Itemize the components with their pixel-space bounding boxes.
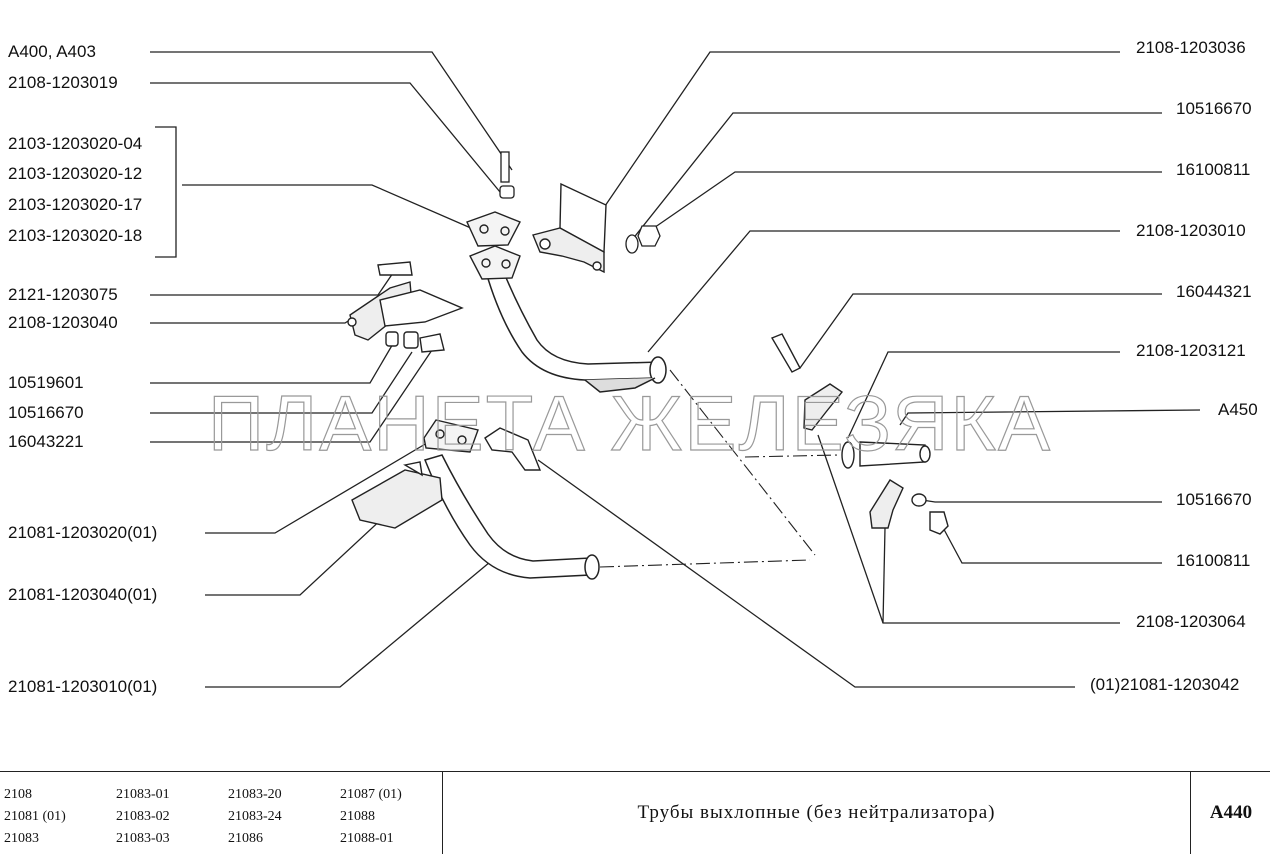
diagram-caption: Трубы выхлопные (без нейтрализатора) bbox=[443, 772, 1191, 854]
label-21081-1203010: 21081-1203010(01) bbox=[8, 677, 158, 696]
nut-washer-upper bbox=[625, 225, 661, 254]
label-2108-1203010: 2108-1203010 bbox=[1136, 221, 1246, 240]
watermark: ПЛАНЕТА ЖЕЛЕЗЯКА bbox=[208, 379, 1052, 467]
model-cell: 21088-01 bbox=[340, 831, 394, 846]
model-cell: 21083-20 bbox=[228, 787, 282, 802]
exhaust-pipes-diagram: ПЛАНЕТА ЖЕЛЕЗЯКА bbox=[150, 51, 1201, 688]
label-16043221: 16043221 bbox=[8, 432, 84, 451]
front-pipe-upper bbox=[485, 267, 667, 393]
label-16100811-top: 16100811 bbox=[1176, 160, 1251, 179]
label-10516670-right-top: 10516670 bbox=[1176, 99, 1252, 118]
front-pipe-lower bbox=[423, 454, 600, 580]
model-cell: 21083-03 bbox=[116, 831, 170, 846]
model-cell: 21086 bbox=[228, 831, 263, 846]
model-cell: 21083-01 bbox=[116, 787, 170, 802]
label-01-21081-1203042: (01)21081-1203042 bbox=[1090, 675, 1240, 694]
footer-table: 2108 21083-01 21083-20 21087 (01) 21081 … bbox=[0, 771, 1270, 854]
label-2103-1203020-18: 2103-1203020-18 bbox=[8, 226, 143, 245]
model-cell: 21083 bbox=[4, 831, 39, 846]
label-2108-1203036: 2108-1203036 bbox=[1136, 38, 1246, 57]
label-2121-1203075: 2121-1203075 bbox=[8, 285, 118, 304]
label-2108-1203064: 2108-1203064 bbox=[1136, 612, 1246, 631]
gasket-upper bbox=[466, 211, 521, 280]
label-2103-1203020-04: 2103-1203020-04 bbox=[8, 134, 143, 153]
bracket-lower bbox=[351, 427, 542, 529]
label-a400-a403: A400, A403 bbox=[8, 42, 96, 61]
label-2108-1203040: 2108-1203040 bbox=[8, 313, 118, 332]
label-2108-1203121: 2108-1203121 bbox=[1136, 341, 1246, 360]
gasket-lower bbox=[423, 419, 479, 453]
leader-lines bbox=[150, 51, 1201, 688]
label-10519601: 10519601 bbox=[8, 373, 84, 392]
label-2103-1203020-17: 2103-1203020-17 bbox=[8, 195, 143, 214]
label-16044321: 16044321 bbox=[1176, 282, 1252, 301]
bracket-upper bbox=[532, 182, 607, 274]
label-21081-1203020: 21081-1203020(01) bbox=[8, 523, 158, 542]
label-16100811-bottom: 16100811 bbox=[1176, 551, 1251, 570]
stud-upper bbox=[499, 151, 515, 199]
label-10516670-right-bottom: 10516670 bbox=[1176, 490, 1252, 509]
model-cell: 2108 bbox=[4, 787, 32, 802]
label-10516670-left: 10516670 bbox=[8, 403, 84, 422]
diagram-code: A440 bbox=[1209, 802, 1253, 823]
center-lines bbox=[599, 369, 841, 568]
model-cell: 21087 (01) bbox=[340, 787, 402, 802]
model-cell: 21083-24 bbox=[228, 809, 282, 824]
model-cell: 21081 (01) bbox=[4, 809, 66, 824]
model-cell: 21083-02 bbox=[116, 809, 170, 824]
model-cell: 21088 bbox=[340, 809, 375, 824]
label-2108-1203019: 2108-1203019 bbox=[8, 73, 118, 92]
label-2103-1203020-12: 2103-1203020-12 bbox=[8, 164, 143, 183]
bracket-left-upper bbox=[347, 261, 464, 353]
model-list: 2108 21083-01 21083-20 21087 (01) 21081 … bbox=[0, 772, 443, 854]
clamp-assembly bbox=[770, 333, 949, 535]
label-21081-1203040: 21081-1203040(01) bbox=[8, 585, 158, 604]
label-a450: A450 bbox=[1218, 400, 1258, 419]
